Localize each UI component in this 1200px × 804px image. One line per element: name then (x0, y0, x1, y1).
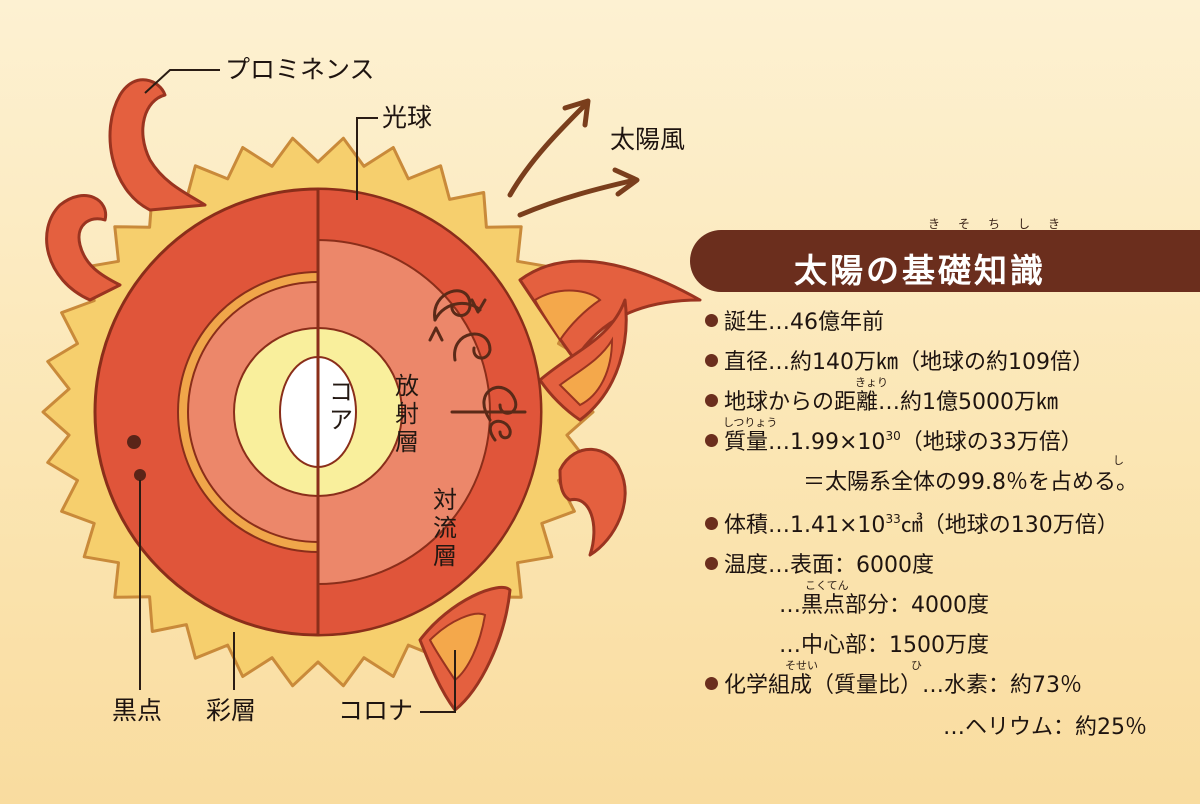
fact-temperature-center: …中心部：1500万度 (779, 633, 989, 658)
label-radiative-zone: 放射層 (395, 372, 419, 456)
label-sunspot: 黒点 (112, 696, 163, 725)
sun-body (93, 187, 543, 637)
ruby-ratio: ひ (911, 659, 922, 672)
solar-wind-arrows (507, 98, 640, 218)
ruby-sunspot: こくてん (805, 579, 849, 592)
bullet-icon (705, 354, 718, 367)
prominence-right (558, 447, 627, 557)
label-corona: コロナ (338, 696, 414, 725)
fact-volume: 体積…1.41×1033㎤（地球の130万倍） (705, 513, 1119, 539)
fact-composition-helium: …ヘリウム：約25％ (943, 715, 1147, 740)
sunspots (127, 435, 146, 481)
prominence-left (45, 194, 122, 302)
label-prominence: プロミネンス (225, 55, 375, 84)
ruby-occupy: し (1113, 454, 1124, 467)
ruby-distance: きょり (855, 376, 888, 389)
info-title-banner: きそちしき 太陽の基礎知識 (690, 217, 1200, 292)
label-convective-zone: 対流層 (433, 486, 457, 570)
label-photosphere: 光球 (382, 103, 433, 132)
convection-arrows (428, 289, 527, 442)
label-chromosphere: 彩層 (206, 696, 257, 725)
label-core: コア (329, 378, 353, 434)
fact-composition: 化学組成（質量比）…水素：約73％ (705, 673, 1082, 699)
fact-temperature-sunspot: …黒点部分：4000度 (779, 593, 989, 618)
fact-temperature: 温度…表面：6000度 (705, 553, 934, 579)
ruby-composition: そせい (785, 659, 818, 672)
bullet-icon (705, 394, 718, 407)
info-title: 太陽の基礎知識 (794, 251, 1046, 290)
info-title-ruby: きそちしき (928, 217, 1079, 231)
fact-mass-continuation: ＝太陽系全体の99.8％を占める。 (803, 470, 1138, 495)
leader-lines (139, 69, 456, 713)
bullet-icon (705, 314, 718, 327)
fact-distance: 地球からの距離…約1億5000万㎞ (705, 390, 1058, 416)
fact-diameter: 直径…約140万㎞（地球の約109倍） (705, 350, 1094, 376)
flame-right-mid (538, 298, 628, 422)
prominence-top-left (108, 78, 207, 212)
bullet-icon (705, 517, 718, 530)
bullet-icon (705, 434, 718, 447)
bullet-icon (705, 677, 718, 690)
flame-highlights (428, 289, 614, 682)
fact-birth: 誕生…46億年前 (705, 310, 884, 336)
fact-mass: 質量…1.99×1030（地球の33万倍） (705, 430, 1083, 456)
ruby-mass: しつりょう (723, 416, 778, 429)
bullet-icon (705, 557, 718, 570)
label-solar-wind: 太陽風 (610, 125, 686, 154)
